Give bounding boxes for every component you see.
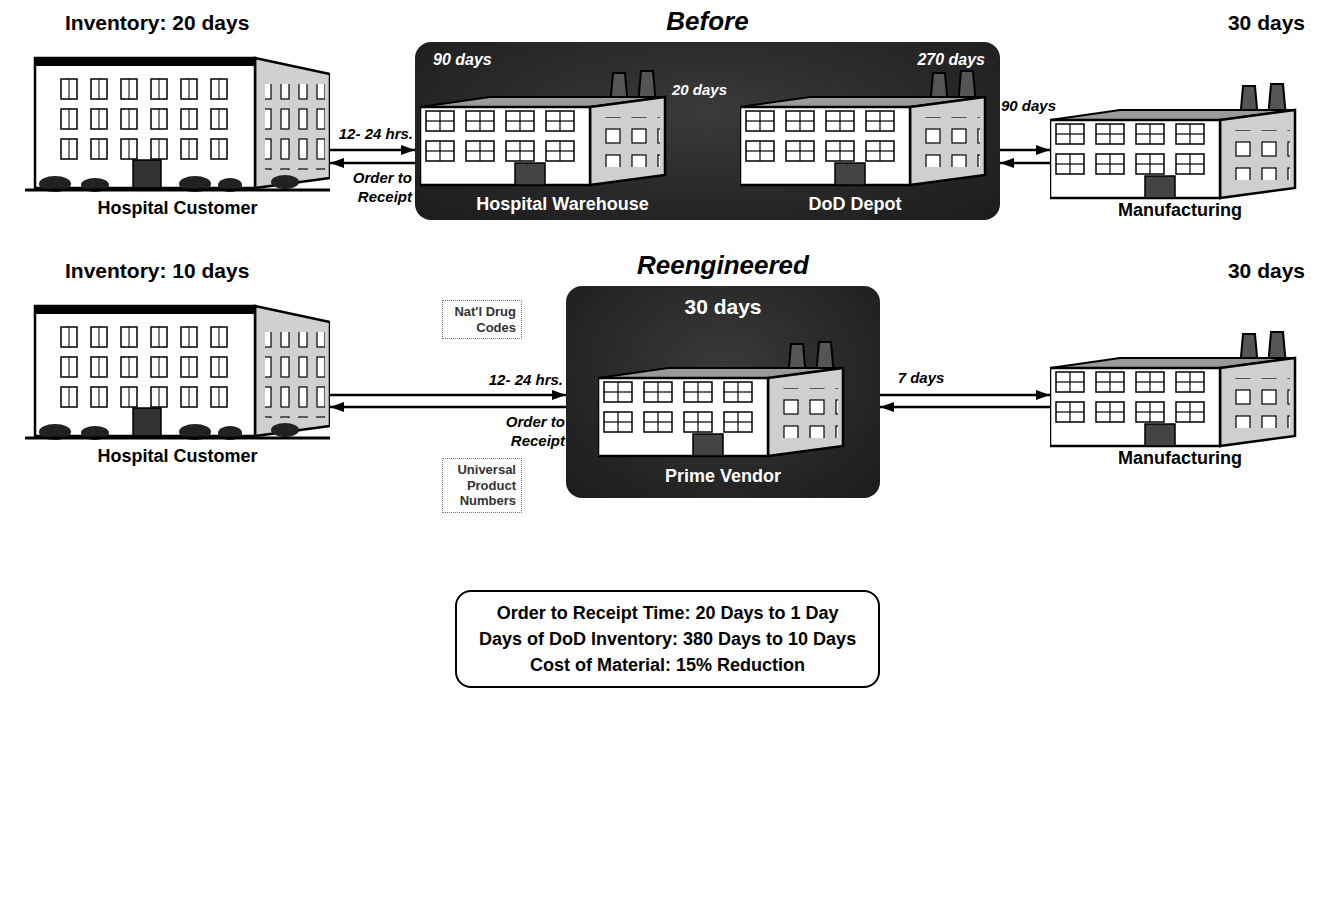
days-label: 90 days (433, 50, 523, 69)
hospital-building (25, 44, 330, 194)
building-label: Prime Vendor (566, 466, 880, 488)
warehouse-node: 90 daysHospital Warehouse (415, 42, 710, 220)
hospital-node: Inventory: 10 daysHospital Customer (25, 258, 330, 470)
building-label: Hospital Warehouse (415, 194, 710, 216)
edge-label: 7 days (893, 368, 949, 387)
prime-vendor-panel: Reengineered30 daysPrime Vendor (566, 286, 880, 498)
days-label: 30 days (1200, 258, 1305, 283)
summary-line: Cost of Material: 15% Reduction (479, 652, 856, 678)
inventory-label: Inventory: 10 days (65, 258, 330, 283)
inventory-label: Inventory: 20 days (65, 10, 330, 35)
building-label: DoD Depot (710, 194, 1000, 216)
free-label: 20 days (672, 80, 742, 99)
factory-building (1050, 60, 1300, 200)
hospital-building (25, 292, 330, 442)
summary-box: Order to Receipt Time: 20 Days to 1 DayD… (455, 590, 880, 688)
code-text: Universal Product Numbers (448, 462, 516, 509)
vendor-building (598, 318, 848, 458)
building-label: Hospital Customer (25, 198, 330, 220)
code-text: Nat'l Drug Codes (448, 304, 516, 335)
days-label: 30 days (566, 294, 880, 319)
building-label: Hospital Customer (25, 446, 330, 468)
section-heading: Reengineered (566, 250, 880, 281)
edge-label: 12- 24 hrs. (485, 370, 563, 389)
building-label: Manufacturing (1050, 200, 1310, 222)
code-box: Nat'l Drug Codes (442, 300, 522, 339)
factory-node: 30 daysManufacturing (1050, 258, 1310, 470)
flow-arrow (1000, 149, 1050, 152)
summary-line: Order to Receipt Time: 20 Days to 1 Day (479, 600, 856, 626)
hospital-node: Inventory: 20 daysHospital Customer (25, 10, 330, 222)
edge-label: Order to Receipt (490, 412, 565, 450)
flow-arrow (1000, 162, 1050, 165)
flow-arrow (880, 406, 1050, 409)
flow-arrow (880, 394, 1050, 397)
days-label: 270 days (880, 50, 985, 69)
depot-node: 270 daysDoD Depot (710, 42, 1000, 220)
dark-panel: Before90 daysHospital Warehouse270 daysD… (415, 42, 1000, 220)
summary-line: Days of DoD Inventory: 380 Days to 10 Da… (479, 626, 856, 652)
flow-arrow (330, 149, 415, 152)
edge-label: 12- 24 hrs. (333, 124, 413, 143)
flow-arrow (330, 162, 415, 165)
flow-arrow (330, 406, 566, 409)
flow-arrow (330, 394, 566, 397)
code-box: Universal Product Numbers (442, 458, 522, 513)
factory-building (1050, 308, 1300, 448)
building-label: Manufacturing (1050, 448, 1310, 470)
factory-node: 30 daysManufacturing (1050, 10, 1310, 222)
edge-label: Order to Receipt (340, 168, 412, 206)
section-heading: Before (415, 6, 1000, 37)
edge-label: 90 days (1001, 96, 1057, 115)
days-label: 30 days (1200, 10, 1305, 35)
